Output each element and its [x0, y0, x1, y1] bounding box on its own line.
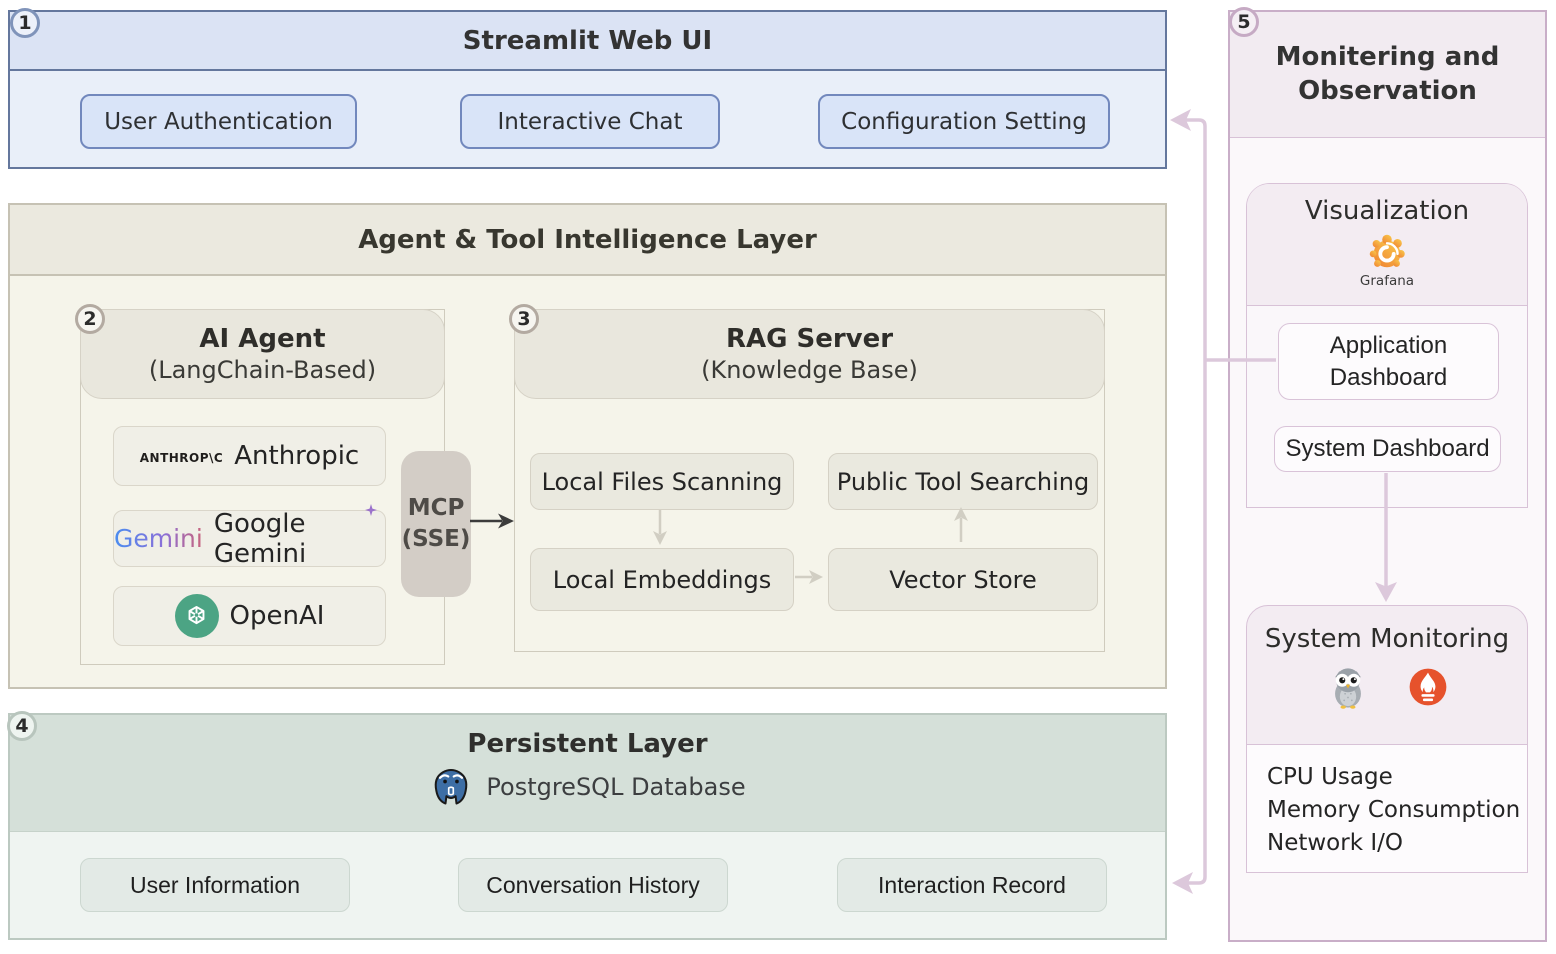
- gemini-sparkle-icon: [365, 504, 377, 516]
- anthropic-label: Anthropic: [234, 441, 359, 471]
- node-configuration-setting: Configuration Setting: [818, 94, 1110, 149]
- system-monitoring-metrics: CPU Usage Memory Consumption Network I/O: [1246, 745, 1528, 873]
- node-application-dashboard: Application Dashboard: [1278, 323, 1499, 400]
- system-monitoring-header: System Monitoring: [1246, 605, 1528, 745]
- streamlit-web-ui-layer: Streamlit Web UI User Authentication Int…: [8, 10, 1167, 169]
- badge-5: 5: [1229, 7, 1259, 37]
- grafana-logo-icon: [1364, 228, 1410, 274]
- node-conversation-history: Conversation History: [458, 858, 728, 912]
- arrowhead-to-streamlit: [1170, 109, 1191, 131]
- badge-4: 4: [7, 711, 37, 741]
- node-anthropic: ANTHROP\C Anthropic: [113, 426, 386, 486]
- visualization-header: Visualization Grafana: [1247, 184, 1527, 306]
- system-monitoring-container: System Monitoring: [1246, 605, 1528, 873]
- node-user-information: User Information: [80, 858, 350, 912]
- node-vector-store: Vector Store: [828, 548, 1098, 611]
- visualization-title: Visualization: [1305, 196, 1469, 226]
- postgresql-database-label: PostgreSQL Database: [486, 773, 745, 801]
- rag-server-container: RAG Server (Knowledge Base) Local Files …: [514, 309, 1105, 652]
- agent-layer-title: Agent & Tool Intelligence Layer: [10, 205, 1165, 276]
- node-local-files-scanning: Local Files Scanning: [530, 453, 794, 510]
- metric-memory-consumption: Memory Consumption: [1267, 794, 1527, 827]
- node-public-tool-searching: Public Tool Searching: [828, 453, 1098, 510]
- prometheus-logo-icon: [1407, 666, 1449, 708]
- persistent-layer-title: Persistent Layer: [10, 715, 1165, 759]
- openai-label: OpenAI: [230, 601, 325, 631]
- node-interaction-record: Interaction Record: [837, 858, 1107, 912]
- monitoring-panel-title: Monitering and Observation: [1230, 12, 1545, 138]
- monitoring-observation-panel: Monitering and Observation Visualization: [1228, 10, 1547, 942]
- gemini-logo: Gemini: [114, 524, 203, 553]
- badge-3: 3: [509, 304, 539, 334]
- node-interactive-chat: Interactive Chat: [460, 94, 720, 149]
- node-local-embeddings: Local Embeddings: [530, 548, 794, 611]
- node-user-authentication: User Authentication: [80, 94, 357, 149]
- ai-agent-header: AI Agent (LangChain-Based): [80, 309, 445, 399]
- anthropic-logo: ANTHROP\C: [140, 447, 223, 465]
- mcp-line1: MCP: [408, 493, 465, 524]
- node-openai: OpenAI: [113, 586, 386, 646]
- ai-agent-container: AI Agent (LangChain-Based) ANTHROP\C Ant…: [80, 309, 445, 665]
- system-monitoring-title: System Monitoring: [1247, 624, 1527, 654]
- rag-server-subtitle: (Knowledge Base): [701, 356, 918, 384]
- badge-1: 1: [10, 8, 40, 38]
- metric-cpu-usage: CPU Usage: [1267, 761, 1527, 794]
- arrowhead-to-persistent: [1172, 872, 1193, 894]
- rag-server-title: RAG Server: [726, 324, 893, 354]
- ai-agent-title: AI Agent: [199, 324, 325, 354]
- grafana-caption: Grafana: [1360, 273, 1414, 289]
- rag-server-header: RAG Server (Knowledge Base): [514, 309, 1105, 399]
- node-system-dashboard: System Dashboard: [1274, 426, 1501, 472]
- node-google-gemini: Gemini Google Gemini: [113, 510, 386, 567]
- agent-tool-intelligence-layer: Agent & Tool Intelligence Layer AI Agent…: [8, 203, 1167, 689]
- persistent-layer: Persistent Layer PostgreSQL Database Use…: [8, 713, 1167, 940]
- metric-network-io: Network I/O: [1267, 827, 1527, 860]
- gemini-label: Google Gemini: [214, 509, 385, 569]
- postgresql-logo-icon: [429, 765, 473, 809]
- persistent-layer-header: Persistent Layer PostgreSQL Database: [10, 715, 1165, 832]
- openai-logo-icon: [175, 594, 219, 638]
- ai-agent-subtitle: (LangChain-Based): [149, 356, 376, 384]
- badge-2: 2: [75, 304, 105, 334]
- node-mcp-sse: MCP (SSE): [401, 451, 471, 597]
- owl-exporter-icon: [1325, 664, 1371, 710]
- streamlit-layer-title: Streamlit Web UI: [10, 12, 1165, 71]
- visualization-container: Visualization Grafana Applicat: [1246, 183, 1528, 508]
- mcp-line2: (SSE): [402, 524, 471, 555]
